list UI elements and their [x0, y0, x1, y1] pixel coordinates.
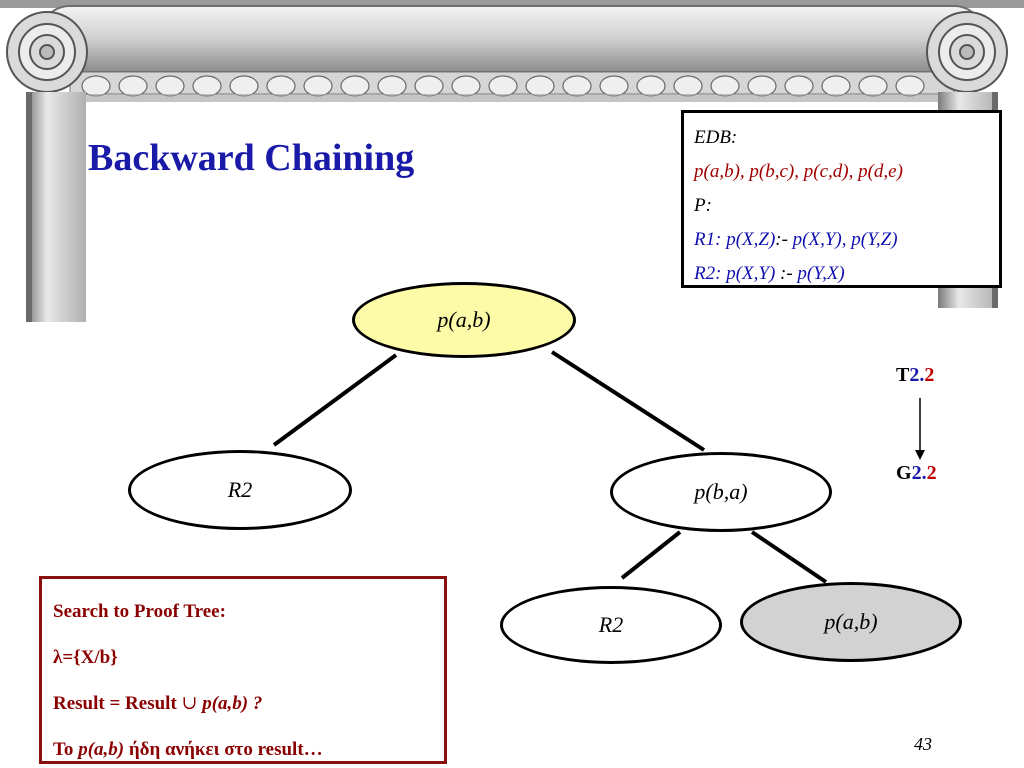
- left-volute-icon: [6, 11, 88, 93]
- slide-title: Backward Chaining: [88, 137, 415, 179]
- edge-right-grandright: [750, 530, 828, 584]
- rule-r2-neck: :-: [780, 263, 793, 284]
- search-proof-tree-box: Search to Proof Tree: λ={X/b} Result = R…: [39, 576, 447, 764]
- program-label: P:: [694, 195, 712, 216]
- union-symbol: ∪: [181, 693, 198, 714]
- search-line-4-suffix: ήδη ανήκει στο result…: [124, 739, 323, 760]
- search-line-4-term: p(a,b): [78, 739, 125, 760]
- rule-r2-head: p(X,Y): [721, 263, 781, 284]
- search-line-1: Search to Proof Tree:: [53, 601, 226, 622]
- tree-node-grandchild-left: R2: [500, 586, 722, 664]
- step-from-sub: 2: [924, 364, 935, 386]
- tree-node-left: R2: [128, 450, 352, 530]
- rule-r2: R2: p(X,Y) :- p(Y,X): [694, 257, 999, 291]
- step-from-number: 2.: [909, 364, 925, 386]
- step-from-letter: T: [896, 364, 910, 386]
- search-line-4-prefix: To: [53, 739, 79, 760]
- rule-r1-label: R1:: [694, 229, 722, 250]
- search-line-2: λ={X/b}: [53, 647, 118, 668]
- rule-r1-neck: :-: [775, 229, 788, 250]
- step-to-sub: 2: [926, 462, 937, 484]
- rule-r1-body: p(X,Y), p(Y,Z): [787, 229, 898, 250]
- step-to-letter: G: [896, 462, 912, 484]
- edge-root-left: [272, 353, 398, 447]
- edge-root-right: [550, 350, 706, 452]
- rule-r1-head: p(X,Z): [721, 229, 776, 250]
- edb-program-box: EDB: p(a,b), p(b,c), p(c,d), p(d,e) P: R…: [681, 110, 1002, 288]
- search-line-3: Result = Result ∪ p(a,b) ?: [53, 681, 444, 727]
- tree-node-grandchild-right: p(a,b): [740, 582, 962, 662]
- step-arrow-head-icon: [915, 450, 925, 460]
- rule-r2-label: R2:: [694, 263, 722, 284]
- search-line-4: To p(a,b) ήδη ανήκει στο result…: [53, 727, 444, 768]
- rule-r1: R1: p(X,Z):- p(X,Y), p(Y,Z): [694, 223, 999, 257]
- tree-node-right: p(b,a): [610, 452, 832, 532]
- edb-label: EDB:: [694, 127, 738, 148]
- page-number: 43: [914, 734, 932, 754]
- step-to-number: 2.: [911, 462, 927, 484]
- right-volute-icon: [926, 11, 1008, 93]
- edb-facts: p(a,b), p(b,c), p(c,d), p(d,e): [694, 161, 903, 182]
- tree-node-root: p(a,b): [352, 282, 576, 358]
- step-from-label: T2.2: [896, 364, 934, 387]
- step-to-label: G2.2: [896, 462, 937, 485]
- search-line-3-term: p(a,b) ?: [197, 693, 263, 714]
- search-line-3-prefix: Result = Result: [53, 693, 182, 714]
- rule-r2-body: p(Y,X): [792, 263, 845, 284]
- edge-right-grandleft: [620, 530, 682, 580]
